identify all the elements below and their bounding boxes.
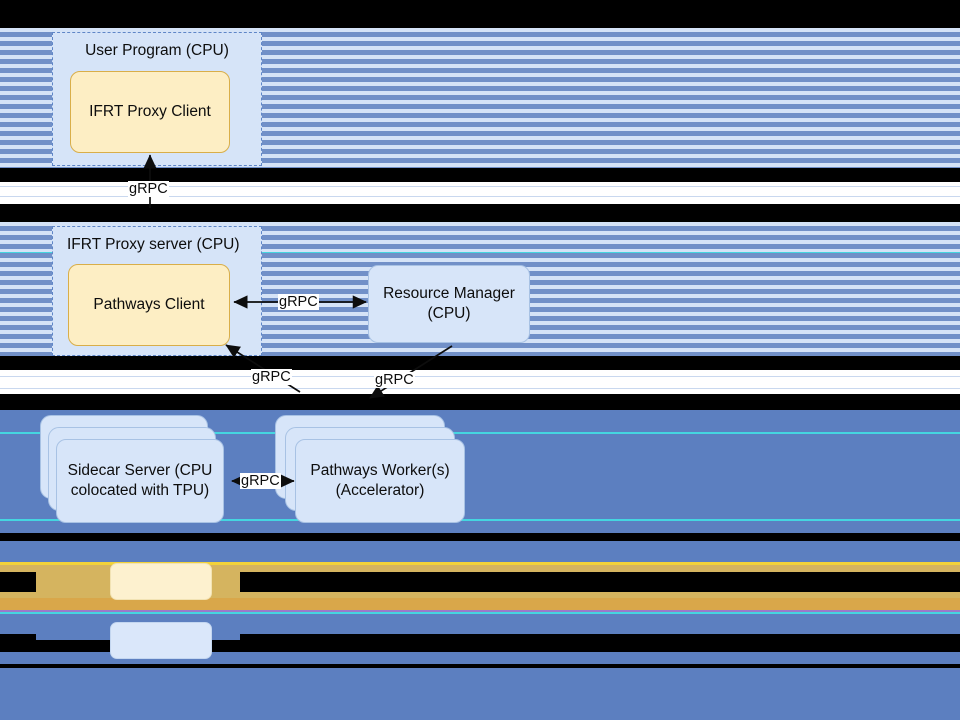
- node-pathways-workers[interactable]: Pathways Worker(s) (Accelerator): [295, 439, 465, 523]
- edge-label-resource-manager-to-pathways-client: gRPC: [278, 294, 319, 310]
- edge-label-proxy-client-to-proxy-server: gRPC: [128, 181, 169, 197]
- node-sidecar-server-label-line2: colocated with TPU): [70, 482, 210, 499]
- artifact-black-bar-6b: [0, 572, 36, 592]
- node-pathways-client-label: Pathways Client: [93, 295, 205, 313]
- artifact-black-bar-1: [0, 168, 960, 182]
- artifact-black-bar-4: [0, 394, 960, 410]
- edge-label-sidecar-to-pathways-client: gRPC: [251, 369, 292, 385]
- artifact-slate-bottom: [0, 668, 960, 720]
- artifact-purple-line: [0, 610, 960, 612]
- node-ifrt-proxy-client[interactable]: IFRT Proxy Client: [70, 71, 230, 153]
- artifact-black-bar-3: [0, 356, 960, 370]
- artifact-black-bar-2: [0, 204, 960, 222]
- node-sidecar-server[interactable]: Sidecar Server (CPU colocated with TPU): [56, 439, 224, 523]
- artifact-thin-line-4: [0, 388, 960, 389]
- artifact-black-bar-6: [240, 572, 960, 592]
- node-resource-manager-label-line1: Resource Manager: [383, 284, 515, 302]
- artifact-thin-line-3: [0, 376, 960, 377]
- artifact-white-bar-2: [0, 370, 960, 394]
- group-ifrt-proxy-server-label: IFRT Proxy server (CPU): [67, 236, 240, 253]
- node-resource-manager-label-line2: (CPU): [427, 305, 471, 322]
- node-pathways-client[interactable]: Pathways Client: [68, 264, 230, 346]
- edge-label-resource-manager-to-workers: gRPC: [374, 372, 415, 388]
- legend-swatch-blue: [110, 622, 212, 659]
- artifact-black-bar-5: [0, 533, 960, 541]
- artifact-cyan-line-4: [0, 612, 960, 614]
- node-pathways-workers-label-line1: Pathways Worker(s): [310, 461, 450, 479]
- edge-label-sidecar-to-workers: gRPC: [240, 473, 281, 489]
- artifact-black-bar-7: [240, 634, 960, 652]
- group-user-program-label: User Program (CPU): [85, 42, 229, 59]
- legend-swatch-cream: [110, 563, 212, 600]
- node-pathways-workers-label-line2: (Accelerator): [335, 482, 425, 499]
- node-sidecar-server-label-line1: Sidecar Server (CPU: [67, 461, 213, 479]
- artifact-black-bar-8: [0, 664, 960, 668]
- node-resource-manager[interactable]: Resource Manager (CPU): [368, 265, 530, 343]
- node-ifrt-proxy-client-label: IFRT Proxy Client: [89, 102, 211, 120]
- artifact-slate-band-2: [0, 541, 960, 562]
- artifact-black-bar-7b: [0, 634, 36, 652]
